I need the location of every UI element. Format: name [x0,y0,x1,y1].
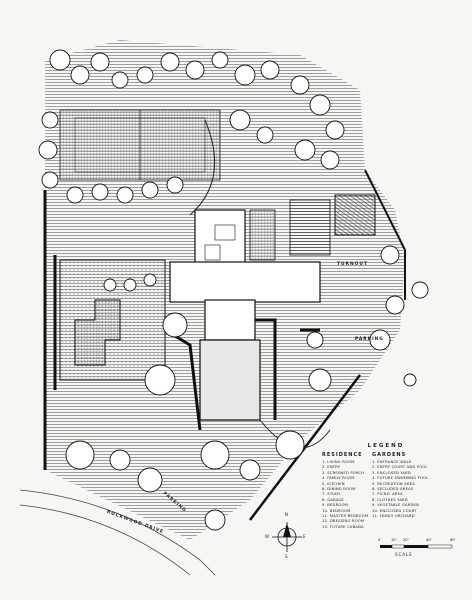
scale-tick: 0 [378,538,381,542]
north-arrow [272,522,302,552]
legend-title: LEGEND [367,443,405,449]
tree-canopies [38,49,429,531]
legend-item: 7. PICNIC AREA [372,492,403,497]
scale-bar [380,544,453,549]
legend-item: 3. SCREENED PORCH [322,470,365,475]
path-north [189,119,216,216]
scale-label: SCALE [395,552,413,557]
compass-n: N [285,512,288,517]
legend-item: 3. ENCLOSED YARD [372,470,411,475]
scale-tick: 20' [403,538,409,542]
legend-item: 8. GARAGE [322,497,344,502]
legend-item: 4. FUTURE SWIMMING POOL [372,476,429,481]
tennis-court [59,109,221,181]
compass-s: S [285,554,288,559]
legend-item: 7. STUDY [322,492,341,497]
compass-e: E [303,534,306,539]
scale-tick: 40' [426,538,432,542]
legend-item: 5. RECREATION AREA [372,481,415,486]
scale-tick: 10' [391,538,397,542]
legend-item: 6. SECLUDED AREAS [372,487,414,492]
turnout-label: TURNOUT [337,262,368,267]
legend-item: 9. BEDROOM [322,503,348,508]
legend-item: 6. DINING ROOM [322,487,356,492]
legend-item: 1. LIVING ROOM [322,460,355,464]
legend-item: 12. DRESSING ROOM [322,519,365,524]
vegetable-garden [334,194,376,236]
legend-item: 9. VEGETABLE GARDEN [372,503,419,508]
parking-side-label: PARKING [355,337,384,342]
legend-item: 1. ENTRANCE WALK [372,460,412,464]
legend-gardens-heading: GARDENS [372,452,407,458]
legend-item: 5. KITCHEN [322,481,345,486]
enclosed-yard [59,259,166,381]
legend-item: 2. ENTRY [322,465,341,470]
legend-item: 11. MASTER BEDROOM [322,514,369,519]
legend-item: 10. BEDROOM [322,508,351,513]
compass-w: W [265,534,269,539]
legend-item: 8. CLOTHES YARD [372,497,408,502]
legend-item: 10. ENCLOSED COURT [372,508,417,513]
legend-item: 13. FUTURE CABAÑA [322,524,364,529]
residence-footprint [169,199,331,421]
scale-ticks: 0 10' 20' 40' 60' [378,538,458,544]
legend-residence-heading: RESIDENCE [322,452,363,458]
property-line-east [364,169,406,300]
scale-tick: 60' [450,538,456,542]
legend-item: 4. FAMILY ROOM [322,476,355,481]
legend-item: 11. FAMILY ORCHARD [372,514,415,519]
rockwood-drive-road [19,489,216,576]
legend-item: 2. ENTRY COURT AND POOL [372,465,428,470]
